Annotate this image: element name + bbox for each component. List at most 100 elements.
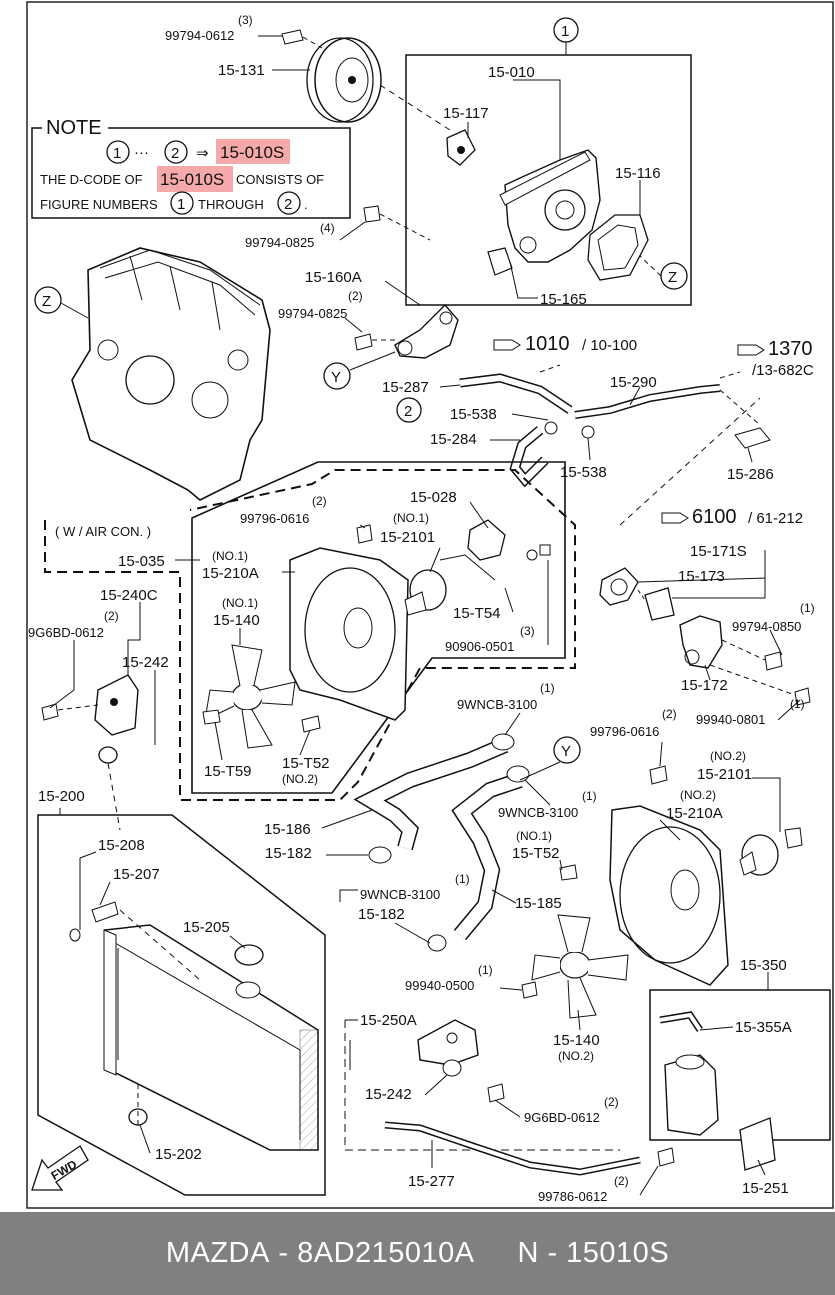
label-15-131: 15-131 [218, 62, 265, 79]
reserve-tank [649, 989, 831, 1171]
svg-text:/ 61-212: / 61-212 [748, 510, 803, 527]
label-15-117: 15-117 [443, 105, 489, 122]
label-99940-0500: 99940-0500 [405, 978, 474, 993]
svg-text:2: 2 [284, 196, 292, 213]
diagram-frame [26, 1, 834, 1209]
label-15-287: 15-287 [382, 379, 429, 396]
label-9wncb-c-qty: (1) [455, 872, 470, 886]
part-number-banner: MAZDA - 8AD215010A N - 15010S [0, 1212, 835, 1295]
svg-text:···: ··· [134, 144, 149, 161]
label-15-242a: 15-242 [122, 654, 169, 671]
parts-diagram: NOTE 1 ··· 2 ⇒ 15-010S THE D-CODE OF 15-… [26, 1, 834, 1209]
highlight-code-2 [157, 166, 233, 192]
svg-text:/13-682C: /13-682C [752, 362, 814, 379]
svg-text:6100: 6100 [692, 506, 737, 528]
svg-text:Z: Z [42, 293, 51, 310]
svg-text:Z: Z [668, 269, 677, 286]
label-99940-0801-qty: (1) [790, 697, 805, 711]
circle-2-icon [164, 140, 188, 164]
label-99796-0616a-qty: (2) [312, 494, 327, 508]
label-15-284: 15-284 [430, 431, 477, 448]
label-15-t52a: 15-T52 [282, 755, 330, 772]
label-15-2101b: 15-2101 [697, 766, 752, 783]
label-15-207: 15-207 [113, 866, 160, 883]
svg-text:1010: 1010 [525, 333, 570, 355]
svg-text:/ 10-100: / 10-100 [582, 337, 637, 354]
label-15-t59: 15-T59 [204, 763, 252, 780]
label-15-208: 15-208 [98, 837, 145, 854]
brand-name: MAZDA [165, 1237, 270, 1269]
svg-text:2: 2 [171, 145, 179, 162]
radiator: FWD [31, 814, 326, 1196]
label-15-140b: 15-140 [553, 1032, 600, 1049]
label-90906-qty: (3) [520, 624, 535, 638]
label-15-028: 15-028 [410, 489, 457, 506]
label-15-160a: 15-160A [305, 269, 362, 286]
label-15-251: 15-251 [742, 1180, 789, 1197]
label-15-538a: 15-538 [450, 406, 497, 423]
leader-lines [49, 35, 801, 1196]
label-15-182a: 15-182 [265, 845, 312, 862]
label-15-277: 15-277 [408, 1173, 455, 1190]
label-15-172: 15-172 [681, 677, 728, 694]
label-99796-0616a: 99796-0616 [240, 511, 309, 526]
label-99794-0612-qty: (3) [238, 13, 253, 27]
label-99796-0616b: 99796-0616 [590, 724, 659, 739]
aircon-label: ( W / AIR CON. ) [55, 524, 151, 539]
label-99794-0850-qty: (1) [800, 601, 815, 615]
svg-text:⇒: ⇒ [196, 145, 209, 162]
label-15-202: 15-202 [155, 1146, 202, 1163]
label-9wncb-b-qty: (1) [582, 789, 597, 803]
label-2101b-no: (NO.2) [710, 749, 746, 763]
label-140a-no: (NO.1) [222, 596, 258, 610]
label-15-035: 15-035 [118, 553, 165, 570]
circle-1-icon [106, 140, 130, 164]
label-99940-0801: 99940-0801 [696, 712, 765, 727]
radiator-hoses: Y [353, 733, 581, 952]
svg-text:Y: Y [331, 369, 341, 386]
label-15-t52a-no: (NO.2) [282, 772, 318, 786]
highlight-code [216, 139, 290, 164]
label-15-116: 15-116 [615, 165, 661, 182]
label-99794-0850: 99794-0850 [732, 619, 801, 634]
note-code: 15-010S [220, 143, 284, 162]
note-heading: NOTE [46, 117, 102, 139]
label-99786-0612: 99786-0612 [538, 1189, 607, 1204]
label-99794-0825b: 99794-0825 [278, 306, 347, 321]
label-15-250a: 15-250A [360, 1012, 417, 1029]
label-99794-0825b-qty: (2) [348, 289, 363, 303]
label-99786-qty: (2) [614, 1174, 629, 1188]
svg-text:1: 1 [561, 23, 569, 40]
label-t52b-no: (NO.1) [516, 829, 552, 843]
label-15-165: 15-165 [540, 291, 587, 308]
label-15-2101a: 15-2101 [380, 529, 435, 546]
label-90906-0501: 90906-0501 [445, 639, 514, 654]
label-15-t54: 15-T54 [453, 605, 501, 622]
label-15-538b: 15-538 [560, 464, 607, 481]
label-15-200: 15-200 [38, 788, 85, 805]
part-labels: (3) 99794-0612 15-131 15-010 15-117 15-1… [28, 13, 815, 1204]
label-9wncb-3100a: 9WNCB-3100 [457, 697, 537, 712]
thermostat-housing: Y [323, 303, 459, 390]
label-15-186: 15-186 [264, 821, 311, 838]
label-15-185: 15-185 [515, 895, 562, 912]
label-15-140a: 15-140 [213, 612, 260, 629]
thermostat [599, 567, 811, 706]
svg-text:THROUGH: THROUGH [198, 197, 264, 212]
svg-text:CONSISTS OF: CONSISTS OF [236, 172, 324, 187]
aircon-group: ( W / AIR CON. ) [44, 461, 576, 801]
engine-block: Z [34, 247, 271, 501]
label-9wncb-a-qty: (1) [540, 681, 555, 695]
label-15-290: 15-290 [610, 374, 657, 391]
svg-text:2: 2 [404, 403, 412, 420]
label-15-355a: 15-355A [735, 1019, 792, 1036]
svg-text:Y: Y [561, 743, 571, 760]
label-210aa-no: (NO.1) [212, 549, 248, 563]
svg-text:1: 1 [177, 196, 185, 213]
label-99796-0616b-qty: (2) [662, 707, 677, 721]
label-15-182b: 15-182 [358, 906, 405, 923]
label-9wncb-3100c: 9WNCB-3100 [360, 887, 440, 902]
label-9wncb-3100b: 9WNCB-3100 [498, 805, 578, 820]
label-15-171s: 15-171S [690, 543, 747, 560]
label-15-242b: 15-242 [365, 1086, 412, 1103]
